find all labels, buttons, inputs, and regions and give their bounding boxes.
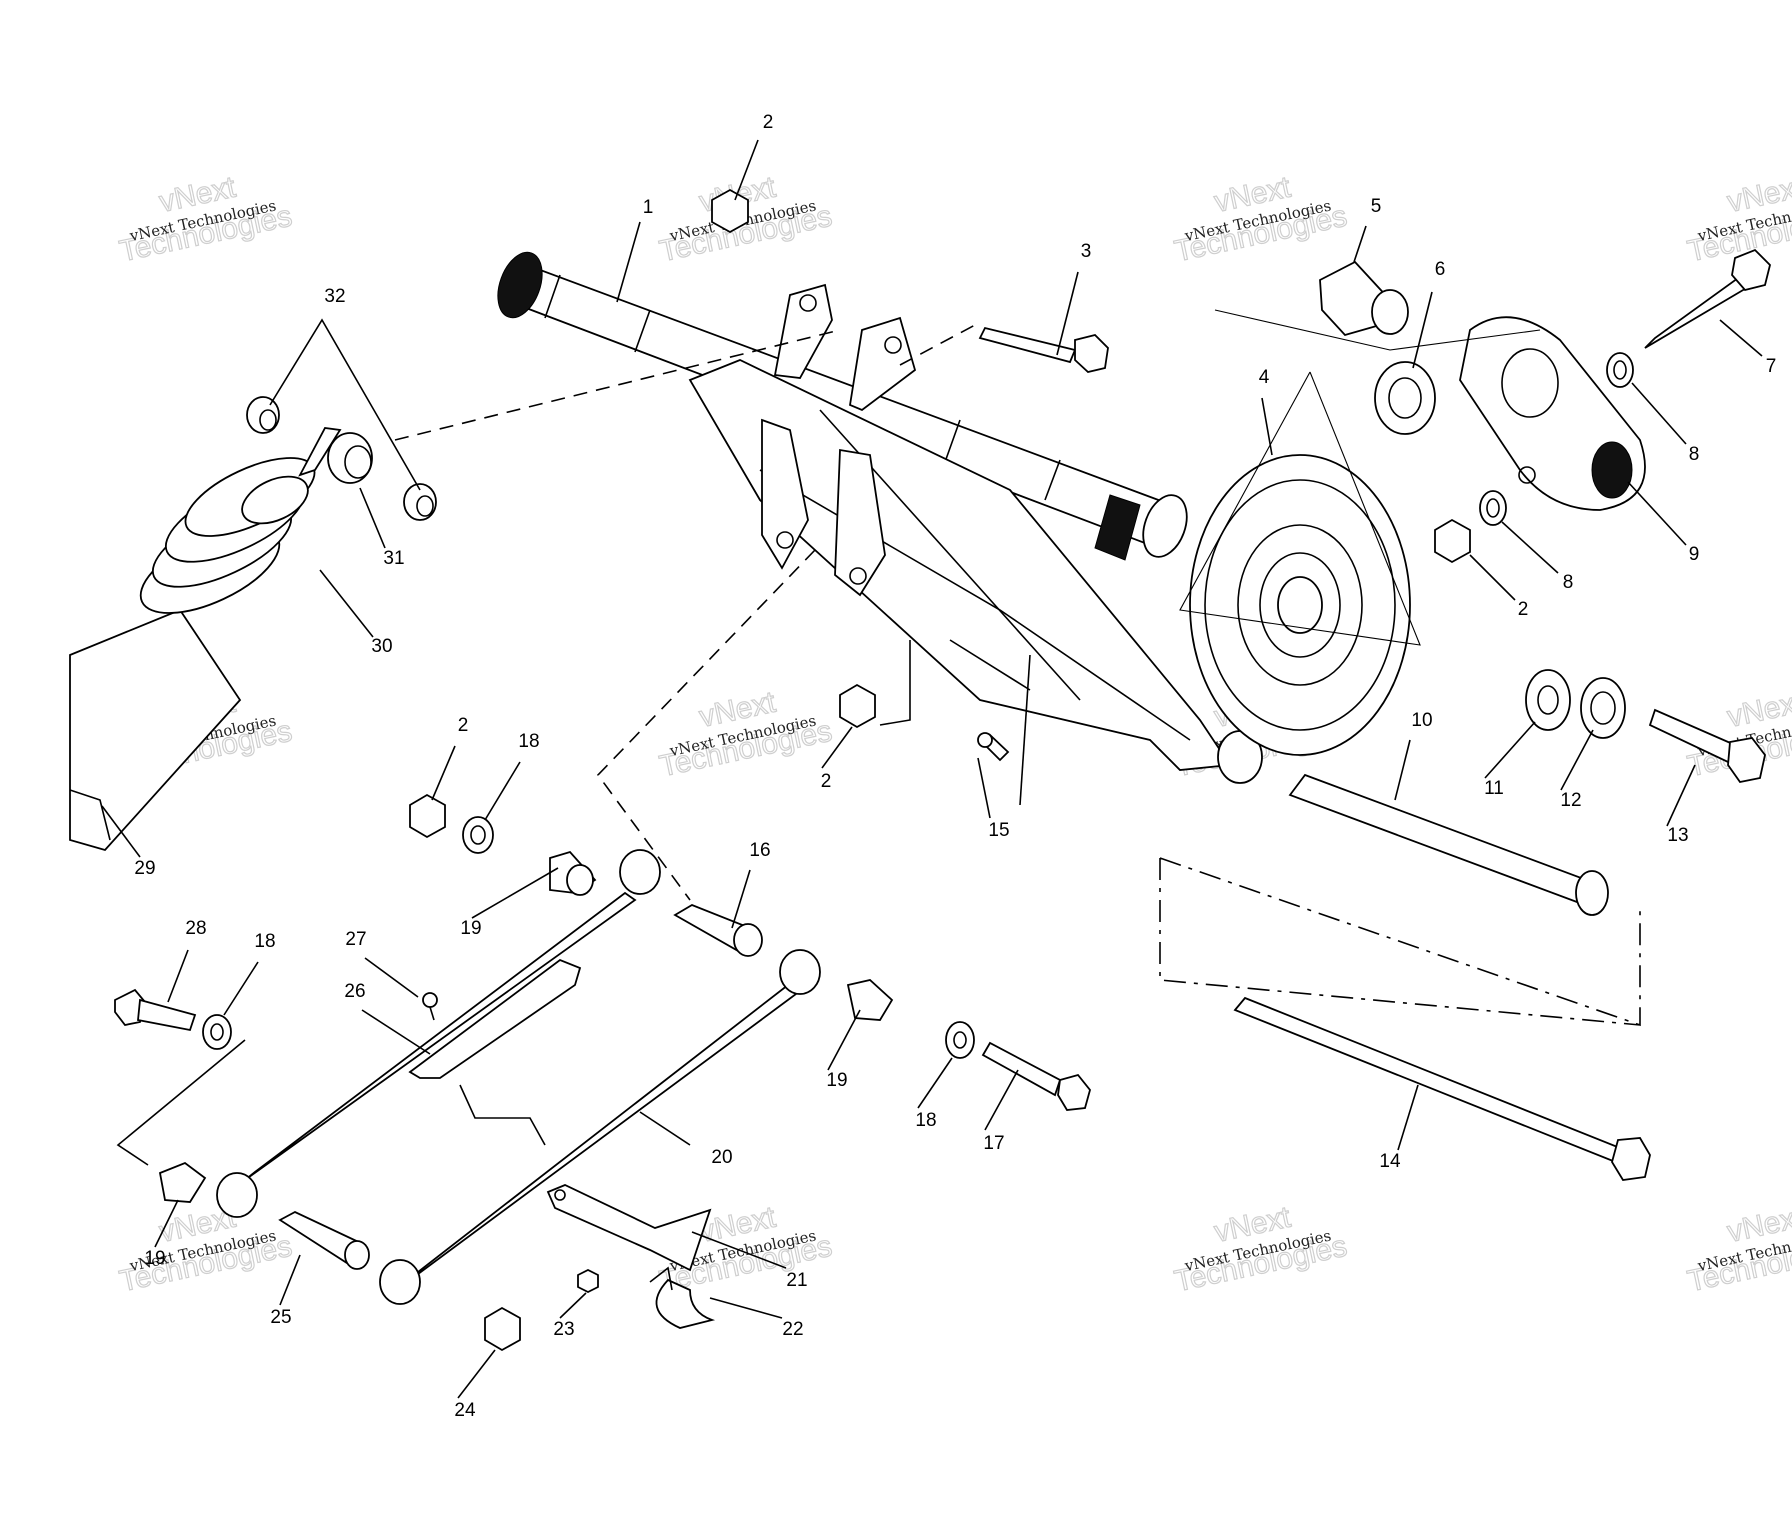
callout-6: 6: [1435, 259, 1446, 280]
part-27-screw: [422, 992, 438, 1021]
leader-lines: [101, 139, 1763, 1399]
callout-5: 5: [1371, 196, 1382, 217]
callout-16: 16: [749, 840, 770, 861]
part-2-nut-top: [711, 188, 749, 234]
part-6-bearing: [1374, 361, 1436, 435]
callout-19: 19: [144, 1248, 165, 1269]
part-20-link-rod-upper: [216, 849, 661, 1218]
part-3-bolt: [978, 326, 1109, 373]
part-1-axle-shaft: [497, 251, 1188, 561]
part-32-bushing-right: [403, 483, 437, 521]
callout-15: 15: [988, 820, 1009, 841]
part-11-washer: [1525, 669, 1571, 731]
part-25-sleeve: [278, 1210, 370, 1270]
part-13-shoulder-bolt: [1648, 708, 1766, 783]
callout-18: 18: [518, 731, 539, 752]
part-8-washer-upper: [1606, 352, 1634, 388]
callout-19: 19: [460, 918, 481, 939]
callout-23: 23: [553, 1319, 574, 1340]
part-26-bracket-plate: [408, 958, 582, 1079]
guide-box: [1159, 857, 1641, 1027]
callout-17: 17: [983, 1133, 1004, 1154]
callout-24: 24: [454, 1400, 476, 1421]
callout-26: 26: [344, 981, 365, 1002]
callout-32: 32: [324, 286, 345, 307]
callout-8: 8: [1689, 444, 1700, 465]
part-19-bushing-c: [846, 979, 894, 1021]
callout-25: 25: [270, 1307, 291, 1328]
part-22-clip: [649, 1266, 716, 1329]
callout-9: 9: [1689, 544, 1700, 565]
part-31-shock-eye: [298, 427, 373, 484]
part-14-long-bolt: [1233, 996, 1651, 1181]
callout-28: 28: [185, 918, 206, 939]
part-5-flange-spacer: [1319, 260, 1409, 337]
part-7-bolt: [1644, 248, 1771, 349]
callout-2: 2: [763, 112, 774, 133]
part-20-link-rod-lower: [379, 949, 821, 1305]
part-10-tube: [1288, 773, 1609, 916]
part-32-bushing-left: [246, 396, 280, 434]
part-30-spring: [139, 457, 316, 614]
callout-2: 2: [821, 771, 832, 792]
callout-27: 27: [345, 929, 366, 950]
part-19-bushing-a: [549, 850, 597, 896]
callout-11: 11: [1484, 778, 1504, 799]
callout-3: 3: [1081, 241, 1092, 262]
callout-7: 7: [1766, 356, 1777, 377]
callout-14: 14: [1379, 1151, 1401, 1172]
callout-numbers: 1234567898210111213141521617181920212223…: [134, 112, 1776, 1421]
callout-29: 29: [134, 858, 155, 879]
part-2-nut-lower-left: [409, 793, 446, 839]
part-18-washer-b: [202, 1014, 232, 1050]
part-21-chain-guide: [546, 1184, 712, 1272]
callout-18: 18: [254, 931, 275, 952]
callout-19: 19: [826, 1070, 847, 1091]
shaft-brackets: [761, 283, 917, 597]
callout-4: 4: [1259, 367, 1270, 388]
part-29-shock-body: [69, 608, 242, 852]
callout-22: 22: [782, 1319, 803, 1340]
guide-28: [116, 1039, 246, 1166]
part-4-idler-wheel: [1179, 371, 1421, 756]
part-18-washer-c: [945, 1021, 975, 1059]
part-19-bushing-b: [158, 1161, 207, 1203]
callout-10: 10: [1411, 710, 1432, 731]
part-9-tension-housing: [1459, 316, 1646, 511]
guide-26: [459, 1084, 546, 1146]
callout-8: 8: [1563, 572, 1574, 593]
part-15-grease-fitting: [977, 732, 1010, 762]
callout-12: 12: [1560, 790, 1581, 811]
part-2-nut-right: [1434, 518, 1471, 564]
part-16-bushing: [673, 904, 763, 957]
callout-31: 31: [383, 548, 404, 569]
callout-2: 2: [1518, 599, 1529, 620]
callout-1: 1: [643, 197, 654, 218]
callout-21: 21: [786, 1270, 807, 1291]
callout-20: 20: [711, 1147, 732, 1168]
part-17-bolt: [981, 1041, 1091, 1111]
callout-2: 2: [458, 715, 469, 736]
part-12-washer: [1580, 677, 1626, 739]
part-23-nut-small: [577, 1268, 599, 1294]
part-24-nut: [484, 1306, 521, 1352]
callout-13: 13: [1667, 825, 1688, 846]
part-28-bolt: [114, 988, 197, 1032]
callout-18: 18: [915, 1110, 936, 1131]
assembly-guide-lines: [394, 309, 1541, 901]
callout-30: 30: [371, 636, 392, 657]
part-8-washer-lower: [1479, 490, 1507, 526]
part-2-nut-middle: [839, 683, 876, 729]
part-18-washer-a: [462, 816, 494, 854]
